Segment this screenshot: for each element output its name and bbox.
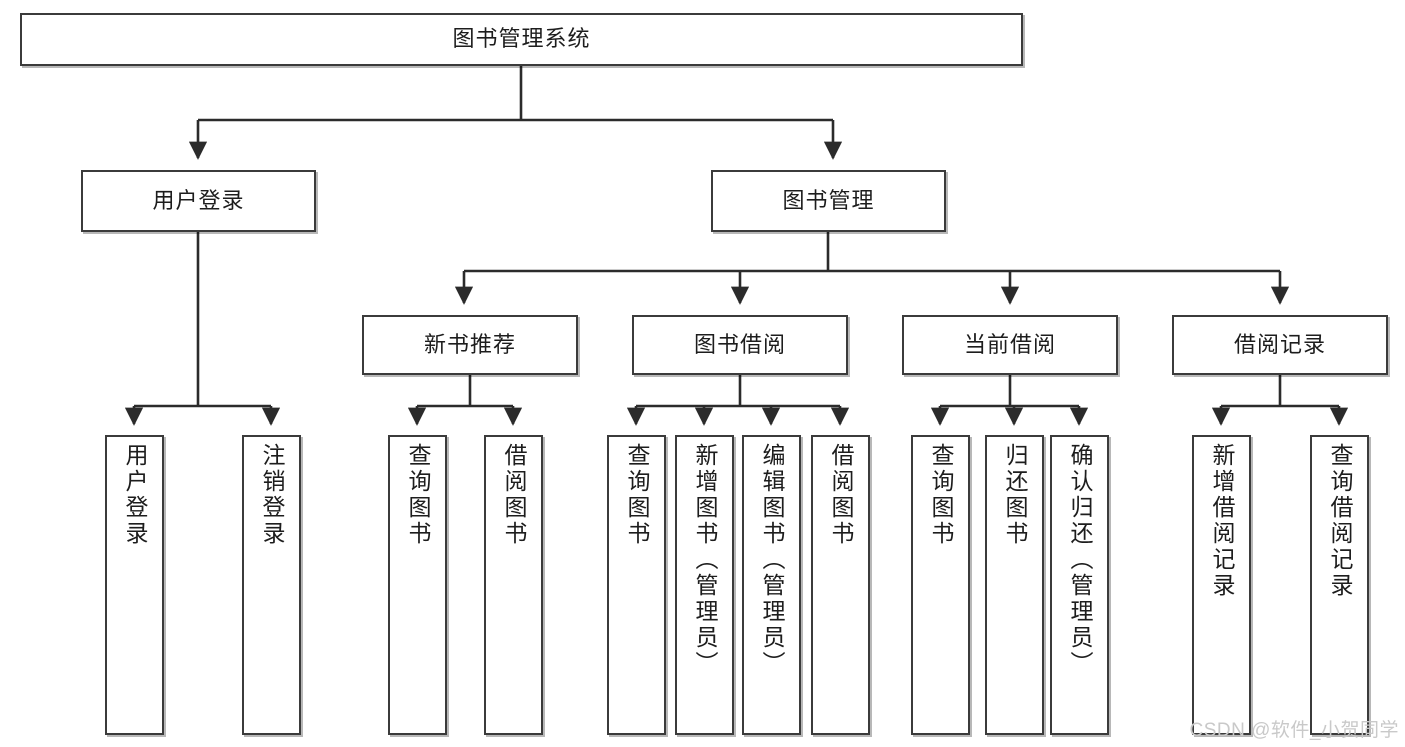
node-label: 借阅记录 [1233,331,1326,357]
node-label: 注销登录 [259,443,285,547]
node-label: 归还图书 [1002,443,1028,547]
node-leaf-query-borrow-record[interactable]: 查询借阅记录 [1310,435,1369,735]
node-label: 查询图书 [928,443,954,547]
node-label: 新书推荐 [423,331,516,357]
csdn-watermark: CSDN @软件_小贺同学 [1189,720,1399,741]
node-label: 图书管理 [782,187,875,213]
node-label: 图书管理系统 [452,26,591,52]
node-new-book-recommend[interactable]: 新书推荐 [362,315,578,375]
node-leaf-add-borrow-record[interactable]: 新增借阅记录 [1192,435,1251,735]
node-label: 借阅图书 [828,443,854,547]
node-leaf-user-logout[interactable]: 注销登录 [242,435,301,735]
node-leaf-query-book-recommend[interactable]: 查询图书 [388,435,447,735]
node-leaf-edit-book[interactable]: 编辑图书（管理员） [742,435,801,735]
node-label: 查询图书 [624,443,650,547]
node-current-borrow[interactable]: 当前借阅 [902,315,1118,375]
node-label: 新增借阅记录 [1209,443,1235,599]
node-leaf-borrow-book-recommend[interactable]: 借阅图书 [484,435,543,735]
node-label: 查询借阅记录 [1327,443,1353,599]
node-user-login[interactable]: 用户登录 [81,170,316,232]
node-label: 用户登录 [152,187,245,213]
node-label: 图书借阅 [693,331,786,357]
node-label: 新增图书（管理员） [692,443,718,677]
node-label: 编辑图书（管理员） [759,443,785,677]
node-borrow-record[interactable]: 借阅记录 [1172,315,1388,375]
node-leaf-borrow-book[interactable]: 借阅图书 [811,435,870,735]
node-label: 用户登录 [122,443,148,547]
node-leaf-confirm-return[interactable]: 确认归还（管理员） [1050,435,1109,735]
node-label: 查询图书 [405,443,431,547]
node-root-book-management-system[interactable]: 图书管理系统 [20,13,1023,66]
node-leaf-query-book-current[interactable]: 查询图书 [911,435,970,735]
node-leaf-return-book[interactable]: 归还图书 [985,435,1044,735]
node-book-manage[interactable]: 图书管理 [711,170,946,232]
node-leaf-query-book-borrow[interactable]: 查询图书 [607,435,666,735]
node-label: 借阅图书 [501,443,527,547]
node-label: 确认归还（管理员） [1067,443,1093,677]
node-label: 当前借阅 [963,331,1056,357]
node-leaf-user-login[interactable]: 用户登录 [105,435,164,735]
node-book-borrow[interactable]: 图书借阅 [632,315,848,375]
node-leaf-add-book[interactable]: 新增图书（管理员） [675,435,734,735]
